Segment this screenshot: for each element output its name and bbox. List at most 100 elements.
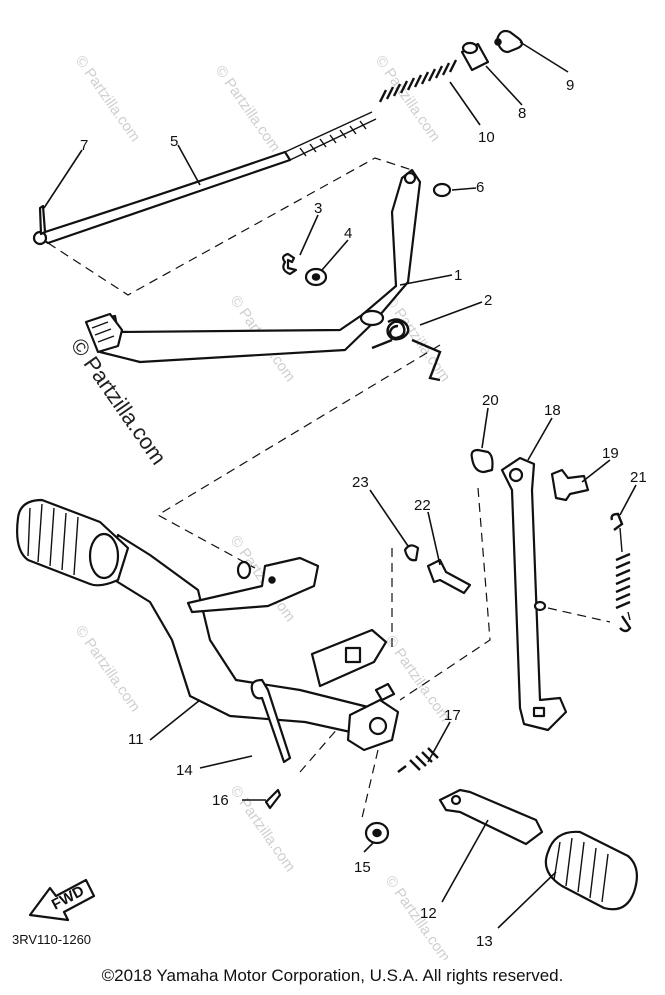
assembly-guide-lines (47, 157, 611, 819)
leader-23 (369, 489, 409, 547)
watermark: © Partzilla.com (227, 783, 299, 876)
callout-23: 23 (352, 474, 369, 491)
callout-11: 11 (128, 731, 144, 748)
spring-hooks (619, 527, 631, 621)
footrest-cotter-pin (264, 788, 282, 810)
brake-pedal-arm (86, 168, 422, 364)
callout-21: 21 (630, 469, 647, 486)
bracket-hole (450, 794, 462, 806)
leader-8 (485, 65, 523, 106)
washer-hole (372, 828, 382, 838)
guide-line (547, 607, 611, 623)
brake-rod (38, 150, 292, 245)
rubber-body (544, 830, 639, 911)
watermark-layer: © Partzilla.com © Partzilla.com © Partzi… (66, 53, 454, 960)
footrest-right-bracket (438, 788, 544, 846)
rubber-ribs (553, 837, 609, 903)
fwd-arrow-shape (28, 878, 96, 922)
callout-numbers: 7 5 3 4 6 9 8 10 1 2 20 18 19 21 23 22 1… (80, 77, 647, 950)
callout-14: 14 (176, 762, 193, 779)
stand-foot-hole (532, 706, 546, 718)
brake-rod-assembly (32, 29, 524, 246)
copyright-notice: ©2018 Yamaha Motor Corporation, U.S.A. A… (101, 966, 564, 985)
thread-lines (299, 120, 367, 157)
leader-1 (399, 274, 453, 286)
footrest-spring (397, 747, 439, 773)
brake-pedal (84, 168, 422, 364)
stand-leg (500, 456, 568, 732)
leader-19 (581, 459, 611, 483)
guide-line (299, 719, 346, 773)
stand-spring (610, 512, 632, 633)
pedal-pivot-hole (403, 171, 417, 185)
callout-17: 17 (444, 707, 461, 724)
footrest-pin (250, 678, 292, 764)
pivot-washer (432, 182, 452, 198)
leader-10 (449, 81, 481, 126)
guide-line (156, 344, 441, 569)
leader-13 (497, 871, 557, 929)
watermark: © Partzilla.com (72, 623, 144, 716)
side-stand (500, 456, 568, 732)
bracket-hole (268, 576, 276, 584)
lock-washer (403, 544, 420, 562)
return-spring-coils (378, 59, 458, 103)
callout-leaders (43, 41, 637, 929)
leader-21 (619, 484, 637, 516)
pivot-hole (368, 716, 388, 736)
fwd-direction-arrow: FWD (28, 878, 96, 922)
callout-9: 9 (566, 77, 574, 94)
callout-10: 10 (478, 129, 495, 146)
guide-line (47, 157, 413, 296)
washer-hole (311, 273, 321, 281)
circlip (281, 252, 298, 276)
rubber-end (88, 532, 120, 580)
callout-5: 5 (170, 133, 178, 150)
callout-18: 18 (544, 402, 561, 419)
leader-20 (481, 407, 489, 449)
callout-2: 2 (484, 292, 492, 309)
pad-grip-lines (91, 321, 115, 343)
exploded-parts-diagram: © Partzilla.com © Partzilla.com © Partzi… (16, 29, 647, 960)
bolt (426, 558, 472, 595)
joint-end (461, 41, 479, 55)
callout-4: 4 (344, 225, 352, 242)
callout-22: 22 (414, 497, 431, 514)
callout-7: 7 (80, 137, 88, 154)
callout-1: 1 (454, 267, 462, 284)
stand-pivot-hole (508, 467, 524, 483)
leader-4 (321, 239, 349, 271)
leader-11 (149, 699, 201, 741)
rubber-ribs (27, 503, 79, 576)
leader-22 (427, 511, 441, 566)
callout-13: 13 (476, 933, 493, 950)
footrest-rubber-right (544, 830, 639, 911)
watermark: © Partzilla.com (72, 53, 144, 146)
guide-line (361, 749, 379, 819)
leader-3 (299, 214, 319, 256)
footrest-bar (106, 533, 400, 752)
leader-7 (43, 149, 83, 209)
stand-bolt (550, 468, 590, 502)
pedal-return-spring (371, 318, 442, 382)
bracket-bolt (236, 560, 252, 580)
leader-9 (519, 41, 569, 73)
leader-12 (441, 819, 489, 903)
leader-6 (451, 187, 477, 191)
watermark: © Partzilla.com (382, 873, 454, 960)
callout-15: 15 (354, 859, 371, 876)
leader-15 (363, 841, 375, 853)
callout-16: 16 (212, 792, 229, 809)
collar (470, 448, 494, 474)
callout-19: 19 (602, 445, 619, 462)
spring-hook-pin (533, 600, 547, 612)
callout-3: 3 (314, 200, 322, 217)
diagram-code: 3RV110-1260 (12, 932, 92, 947)
leader-14 (199, 755, 253, 769)
brake-pedal-pad (84, 312, 124, 354)
leader-2 (419, 301, 483, 326)
plate-nut (344, 646, 362, 664)
leader-17 (427, 721, 451, 763)
footrest-bracket (186, 556, 320, 614)
